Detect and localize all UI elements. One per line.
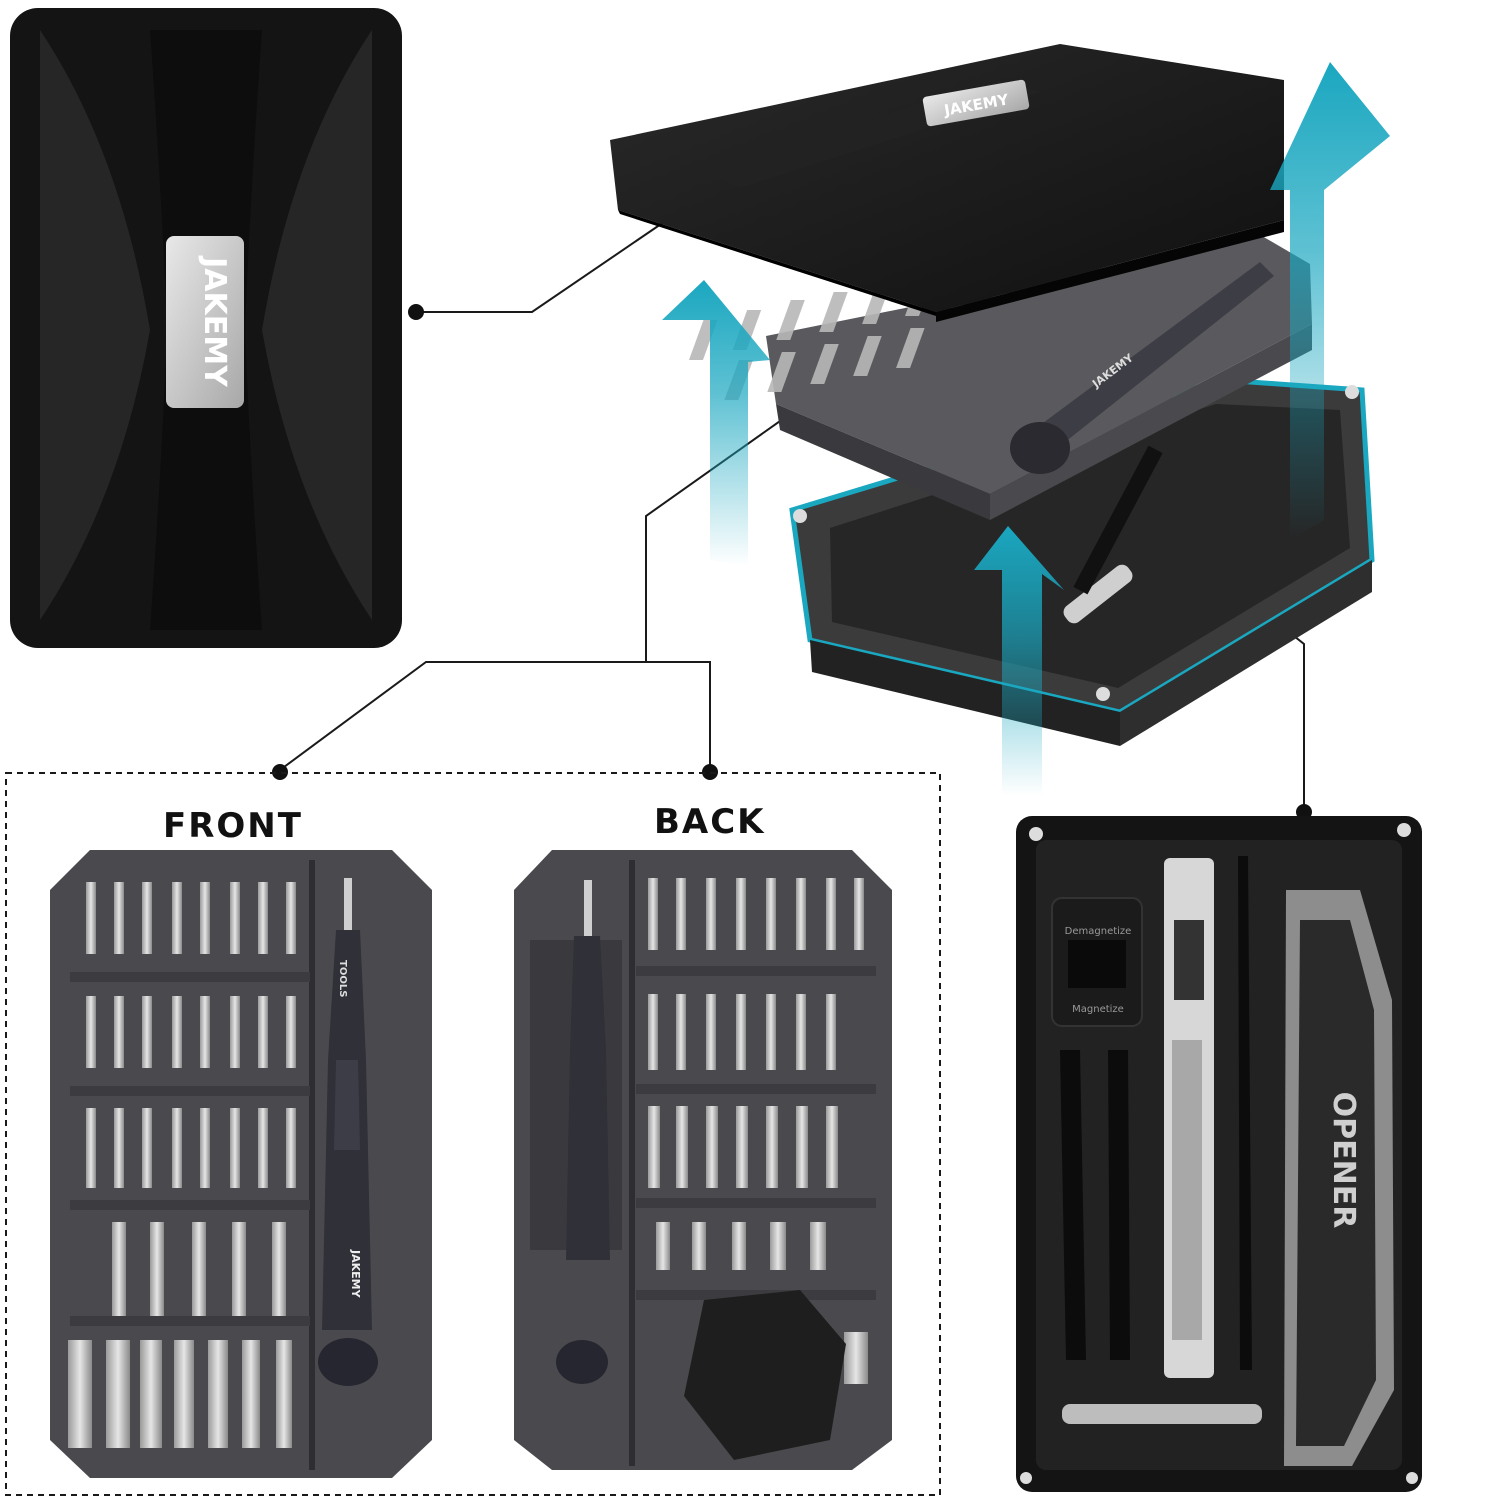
handle-text-front: TOOLS — [337, 960, 348, 997]
brand-logo-handle: JAKEMY — [349, 1249, 362, 1299]
tray-frame — [5, 772, 941, 1496]
front-tray: TOOLS JAKEMY — [50, 850, 432, 1478]
exploded-view: JAKEMY JAKEMY — [610, 44, 1375, 746]
arrow-icon-2 — [662, 280, 770, 566]
back-label: BACK — [654, 802, 766, 842]
back-tray — [514, 850, 892, 1470]
brand-badge — [166, 236, 244, 408]
lift-arrows — [662, 62, 1390, 796]
opener-label: OPENER — [1326, 1092, 1361, 1229]
arrow-icon-1 — [1270, 62, 1390, 540]
arrow-icon-3 — [974, 526, 1064, 796]
demagnetize-label: Demagnetize — [1065, 926, 1132, 937]
magnetize-label: Magnetize — [1072, 1004, 1124, 1015]
storage-box: Demagnetize Magnetize OPENER — [1016, 816, 1422, 1492]
closed-case: JAKEMY — [10, 8, 402, 648]
front-label: FRONT — [163, 806, 303, 846]
brand-logo-closed: JAKEMY — [197, 255, 232, 388]
